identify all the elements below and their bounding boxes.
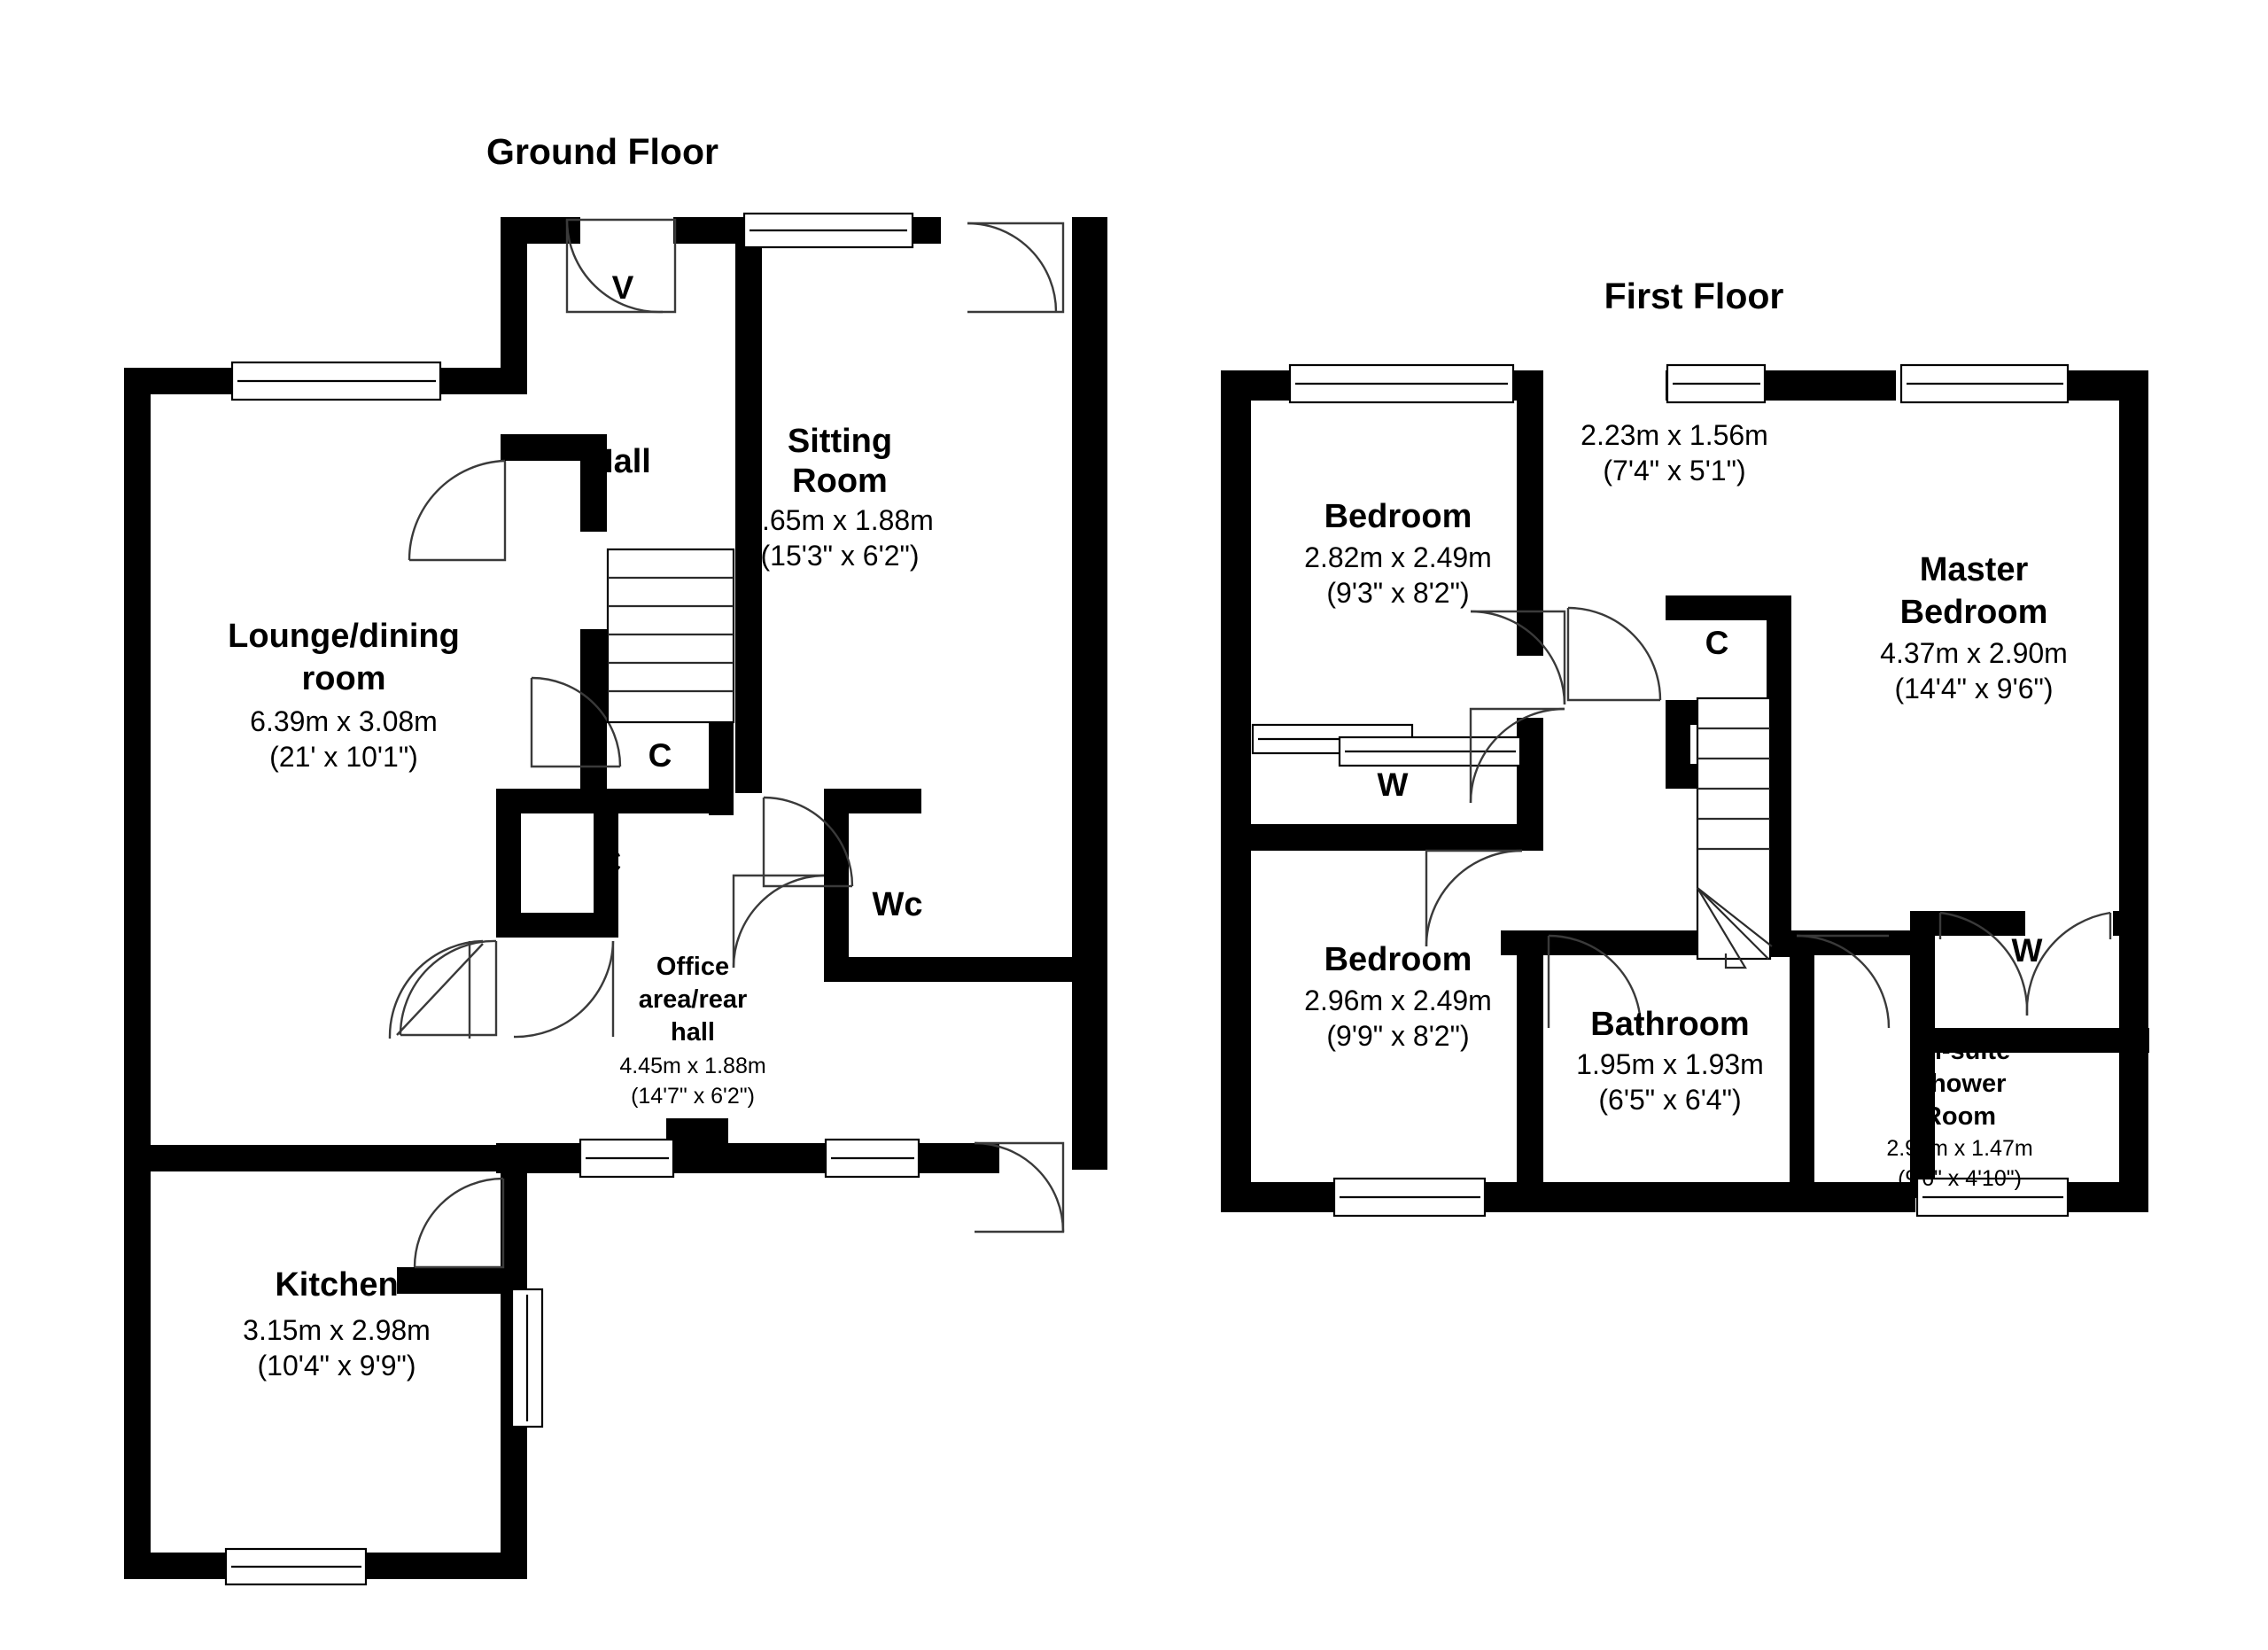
master-bedroom-name-line1: Master [1920,551,2029,588]
wardrobe-w-right-icon: W [2012,932,2043,969]
window-master-front [1899,363,2070,404]
bathroom-dim-imperial: (6'5" x 6'4") [1598,1084,1741,1116]
landing-dim-imperial: (7'4" x 5'1") [1603,455,1745,486]
bedroom-front-name: Bedroom [1324,498,1472,535]
landing-dim-metric: 2.23m x 1.56m [1581,419,1768,451]
door-rear-external [974,1141,1065,1234]
door-master-bedroom [1796,934,1891,1029]
first-floor-doors [1425,606,2112,1029]
door-cupboard-c [1566,606,1662,702]
window-lounge-front [230,361,442,401]
lounge-dining-room-dim-imperial: (21' x 10'1") [269,741,418,773]
ground-floor-title: Ground Floor [486,131,718,172]
ground-floor-doors [388,218,1065,1269]
window-bedroom-front-wardrobe [1251,723,1522,767]
bathroom-dim-metric: 1.95m x 1.93m [1576,1048,1764,1080]
door-kitchen [413,1177,505,1269]
door-bathroom [1547,934,1643,1029]
ground-floor-walls [124,217,1107,1579]
sitting-room-dim-metric: 4.65m x 1.88m [746,504,934,536]
first-floor-windows [1251,363,2070,1218]
window-landing [1666,363,1767,404]
sitting-room-name-line2: Room [792,463,888,500]
first-floor-title: First Floor [1604,276,1784,316]
cupboard-c-lower-icon: C [598,844,622,880]
bedroom-rear-name: Bedroom [1324,941,1472,978]
master-bedroom-name-line2: Bedroom [1900,594,2048,631]
first-floor-staircase [1696,697,1773,969]
window-sitting-front [742,212,914,249]
door-landing-bedroom-front [1469,707,1565,804]
ground-floor-staircase [606,548,735,724]
master-bedroom-dim-metric: 4.37m x 2.90m [1880,637,2068,669]
en-suite-shower-room-dim-imperial: (9'6" x 4'10") [1898,1166,2022,1191]
bedroom-rear-dim-metric: 2.96m x 2.49m [1304,985,1492,1016]
ground-floor-labels: Ground Floor Lounge/dining room 6.39m x … [228,131,934,1381]
door-lounge-hall [408,459,507,562]
window-ensuite-bottom [1915,1177,2070,1218]
window-bedroom-rear-bottom [1332,1177,1487,1218]
first-floor-walls [1221,370,2149,1212]
master-bedroom-dim-imperial: (14'4" x 9'6") [1894,673,2053,704]
wardrobe-w-left-icon: W [1378,767,1409,803]
ground-floor-group: Ground Floor Lounge/dining room 6.39m x … [124,131,1107,1586]
wc-name: Wc [873,886,923,923]
office-area-rear-hall-name-line3: hall [671,1018,715,1047]
en-suite-shower-room-name-line3: Room [1923,1102,1996,1131]
door-wardrobe-left [1938,911,2029,1016]
lounge-dining-room-dim-metric: 6.39m x 3.08m [250,705,438,737]
bathroom-name: Bathroom [1590,1006,1749,1043]
window-kitchen-right [510,1288,544,1428]
first-floor-group: First Floor Bedroom 2.82m x 2.49m (9'3" … [1221,276,2149,1218]
bedroom-front-dim-imperial: (9'3" x 8'2") [1326,577,1469,609]
kitchen-dim-imperial: (10'4" x 9'9") [257,1350,416,1381]
en-suite-shower-room-name-line1: En-suite [1909,1037,2010,1065]
first-floor-labels: First Floor Bedroom 2.82m x 2.49m (9'3" … [1304,276,2068,1191]
door-cupboard-lower-left [399,939,498,1037]
cupboard-c-upper-icon: C [649,737,672,774]
bedroom-rear-dim-imperial: (9'9" x 8'2") [1326,1020,1469,1052]
ground-floor-windows [224,212,920,1586]
window-bedroom-front [1288,363,1515,404]
office-area-rear-hall-name-line2: area/rear [639,985,748,1014]
kitchen-name: Kitchen [275,1266,398,1304]
office-area-rear-hall-dim-metric: 4.45m x 1.88m [619,1054,765,1078]
en-suite-shower-room-name-line2: Shower [1914,1070,2007,1098]
door-sitting-room [762,796,854,888]
window-kitchen-bottom [224,1547,368,1586]
office-area-rear-hall-name-line1: Office [656,953,729,981]
lounge-dining-room-name-line2: room [302,660,386,697]
door-wardrobe-right [2025,911,2112,1016]
kitchen-dim-metric: 3.15m x 2.98m [243,1314,431,1346]
bedroom-front-dim-metric: 2.82m x 2.49m [1304,541,1492,573]
window-rear-right [824,1138,920,1179]
sitting-room-name-line1: Sitting [788,423,892,460]
door-bedroom-front [1470,610,1566,705]
lounge-dining-room-name-line1: Lounge/dining [228,618,460,655]
hall-name: Hall [589,443,651,480]
door-cupboard-lower-right [513,940,615,1039]
cupboard-c-icon: C [1705,625,1729,661]
door-bedroom-rear [1425,849,1523,947]
door-front-entrance [967,222,1065,314]
door-wc [732,874,825,969]
window-rear-left [579,1138,675,1179]
door-cupboard-upper [530,676,622,768]
office-area-rear-hall-dim-imperial: (14'7" x 6'2") [631,1084,755,1109]
en-suite-shower-room-dim-metric: 2.90m x 1.47m [1886,1136,2032,1161]
vent-v-icon: V [612,269,634,306]
sitting-room-dim-imperial: (15'3" x 6'2") [760,540,919,572]
door-vent-cupboard [565,218,677,314]
